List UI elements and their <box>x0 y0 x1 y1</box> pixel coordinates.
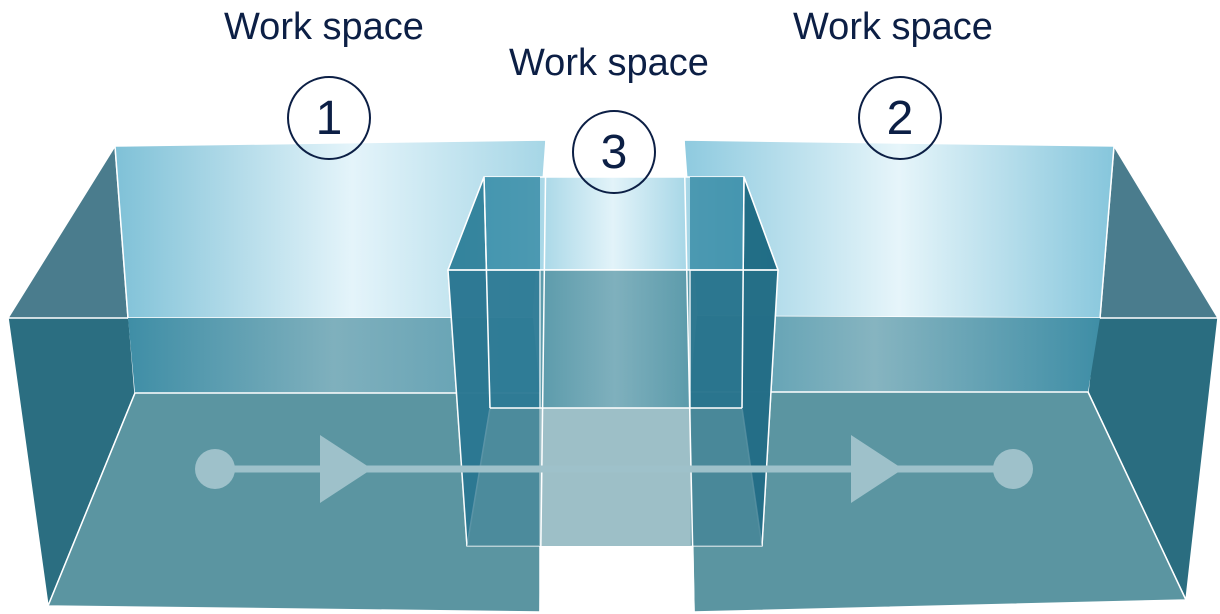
flow-start-dot-icon <box>195 449 235 489</box>
workspace-1-left-wall-top <box>6 143 129 319</box>
workspace-3-label: Work space <box>509 42 709 84</box>
workspace-3-edge-right <box>741 176 745 409</box>
flow-end-dot-icon <box>993 449 1033 489</box>
flow-arrow-icon <box>320 435 372 503</box>
workspace-2-edge-inner <box>683 139 695 613</box>
workspace-3-inner-wall <box>540 270 690 408</box>
workspace-3-number-badge: 3 <box>572 110 656 194</box>
workspace-3-number: 3 <box>600 125 628 179</box>
workspace-1-box <box>6 139 547 613</box>
workspace-2-box <box>683 139 1220 613</box>
workspace-1-edge-inner <box>539 139 547 613</box>
workspace-2-number: 2 <box>886 91 914 145</box>
workspace-1-number: 1 <box>315 91 343 145</box>
workspace-2-back-wall-lower <box>690 316 1100 392</box>
workspace-2-number-badge: 2 <box>858 76 942 160</box>
workspace-1-number-badge: 1 <box>287 76 371 160</box>
workspace-3-floor <box>467 408 762 546</box>
workspace-3-edge-left <box>483 176 491 409</box>
workspace-1-label: Work space <box>224 6 424 48</box>
flow-arrow-icon <box>851 435 903 503</box>
workspace-2-label: Work space <box>793 6 993 48</box>
flow-path <box>195 435 1033 503</box>
workspace-1-back-wall-lower <box>128 318 540 393</box>
workspace-3-box <box>446 139 780 613</box>
workspace-2-right-wall-top <box>1099 143 1220 319</box>
